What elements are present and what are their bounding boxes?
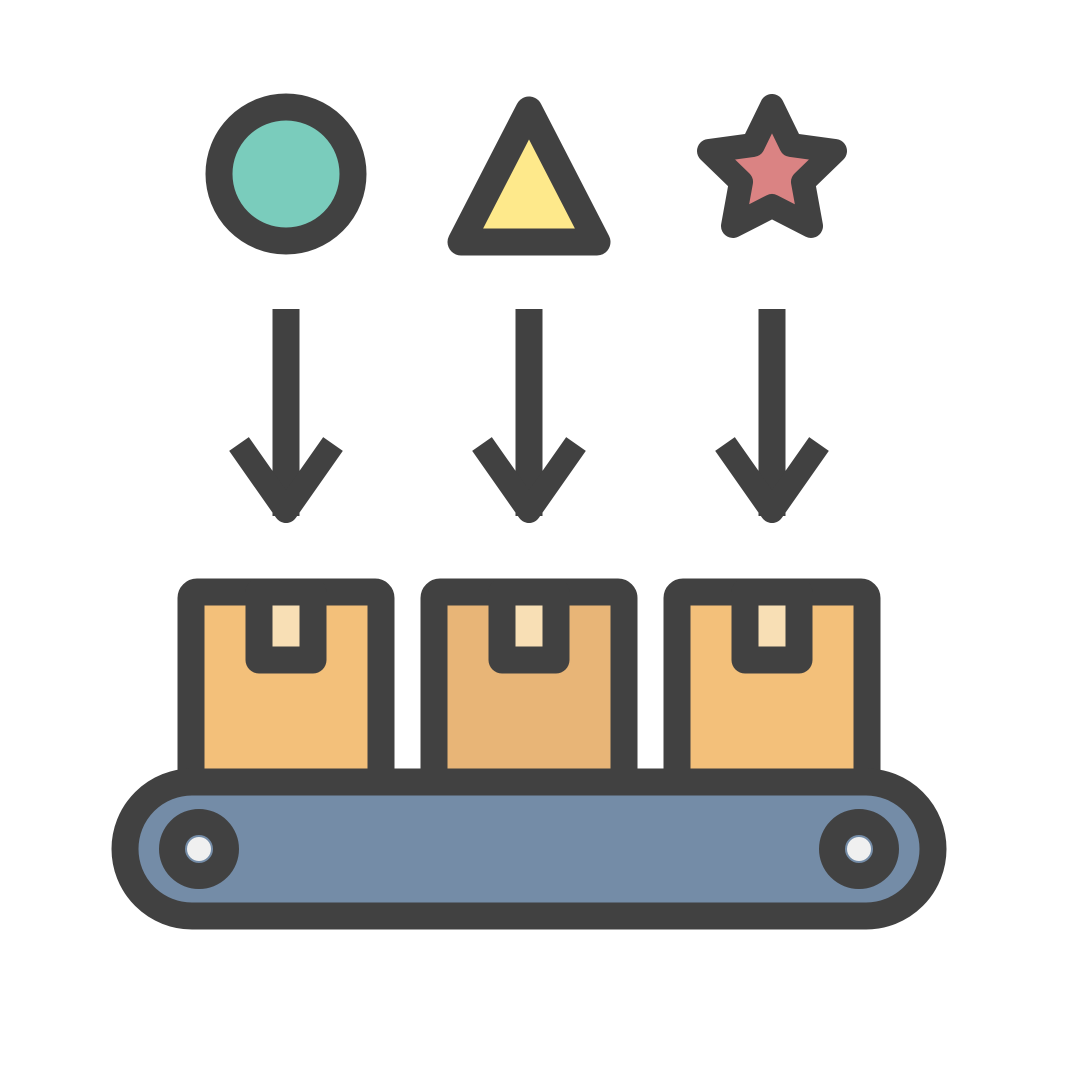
- arrow-down-icon: [229, 309, 343, 523]
- star-shape-icon: [697, 94, 847, 238]
- arrow-down-icon: [472, 309, 586, 523]
- cardboard-box-icon: [420, 578, 638, 796]
- roller-right-icon: [819, 809, 899, 889]
- circle-shape-icon: [205, 93, 367, 255]
- cardboard-box-icon: [663, 578, 881, 796]
- arrow-down-icon: [715, 309, 829, 523]
- cardboard-box-icon: [177, 578, 395, 796]
- conveyor-belt: [111, 768, 947, 930]
- roller-left-icon: [159, 809, 239, 889]
- triangle-shape-icon: [447, 96, 611, 256]
